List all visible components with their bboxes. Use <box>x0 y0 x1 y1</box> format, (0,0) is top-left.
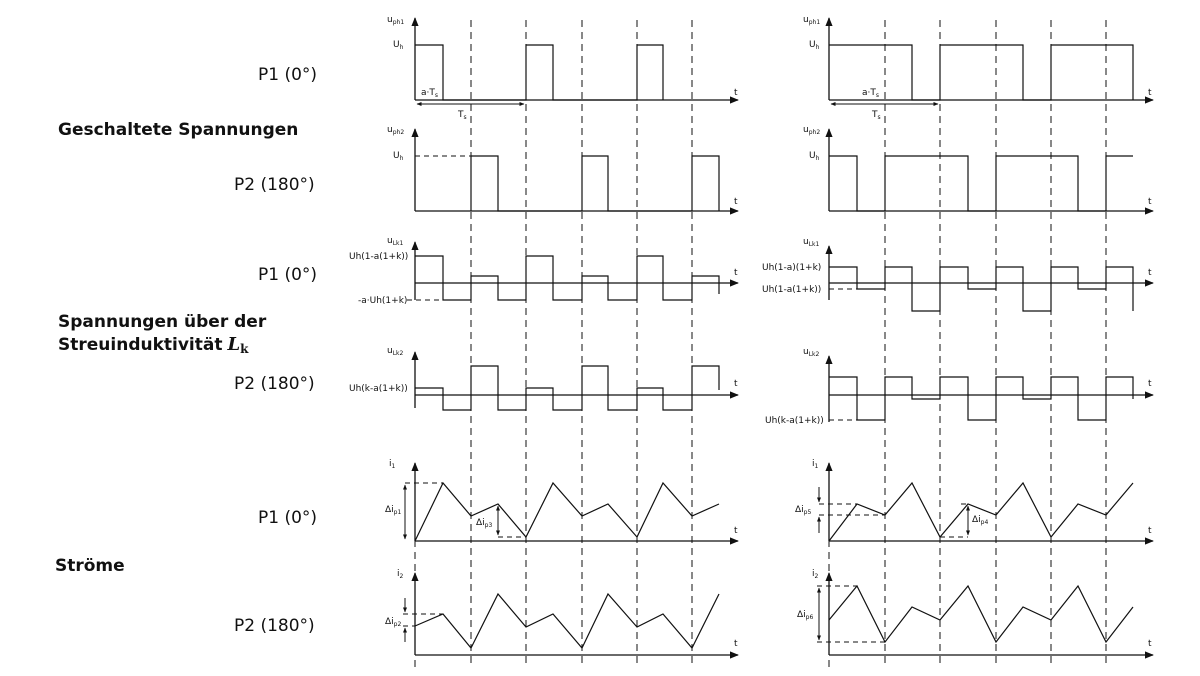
level-label: Uh <box>393 151 404 162</box>
level-label: Uh <box>809 40 820 51</box>
row-label-p2-leakage: P2 (180°) <box>234 374 315 394</box>
y-axis-label: uLk2 <box>803 347 820 358</box>
waveform-ulk2 <box>415 365 720 411</box>
y-axis-label: uph2 <box>387 125 404 136</box>
waveform-ulk1 <box>829 266 1134 312</box>
ripple-label-p2: Δip2 <box>385 617 401 628</box>
duty-label: a·Ts <box>421 88 438 99</box>
level-high-label: Uh(1-a(1+k)) <box>349 252 408 262</box>
chart-right-ulk2: uLk2 Uh(k-a(1+k)) t <box>765 347 1154 426</box>
period-guide-lines <box>828 20 1107 668</box>
waveform-ulk2 <box>829 376 1134 421</box>
period-label: Ts <box>871 110 881 121</box>
ripple-label-p3: Δip3 <box>476 518 492 529</box>
y-axis-label: i2 <box>397 569 404 580</box>
chart-left-uph1: uph1 Uh t a·Ts Ts <box>387 15 739 121</box>
right-panel: uph1 Uh t a·Ts Ts uph2 Uh t uLk1 Uh(1-a)… <box>762 15 1154 668</box>
period-label: Ts <box>457 110 467 121</box>
level-label: Uh(k-a(1+k)) <box>765 416 824 426</box>
y-axis-label: uph2 <box>803 125 820 136</box>
chart-left-ulk2: uLk2 Uh(k-a(1+k)) t <box>349 346 739 411</box>
chart-left-ulk1: uLk1 Uh(1-a(1+k)) -a·Uh(1+k) t <box>349 236 739 306</box>
x-axis-label: t <box>734 88 738 98</box>
waveform-uph1 <box>415 44 664 101</box>
leakage-inductance-symbol: L <box>226 334 240 355</box>
y-axis-label: i1 <box>812 459 819 470</box>
group-label-leakage-line1: Spannungen über der <box>58 312 267 332</box>
level-label: Uh <box>809 151 820 162</box>
chart-left-i2: i2 Δip2 t <box>385 569 739 659</box>
period-guide-lines <box>414 20 693 668</box>
ripple-label-p5: Δip5 <box>795 505 811 516</box>
chart-right-i1: i1 Δip5 Δip4 t <box>795 459 1154 545</box>
ripple-label-p6: Δip6 <box>797 610 813 621</box>
x-axis-label: t <box>734 639 738 649</box>
row-label-p2-current: P2 (180°) <box>234 616 315 636</box>
level-label: Uh(k-a(1+k)) <box>349 384 408 394</box>
y-axis-label: uLk1 <box>387 236 404 247</box>
level-label: Uh <box>393 40 404 51</box>
y-axis-label: i1 <box>389 459 396 470</box>
chart-right-ulk1: uLk1 Uh(1-a)(1+k) Uh(1-a(1+k)) t <box>762 237 1154 312</box>
x-axis-label: t <box>734 379 738 389</box>
row-label-p2-switched: P2 (180°) <box>234 175 315 195</box>
x-axis-label: t <box>1148 526 1152 536</box>
waveform-i2 <box>828 584 1134 644</box>
x-axis-label: t <box>1148 197 1152 207</box>
x-axis-label: t <box>734 526 738 536</box>
waveform-uph2 <box>470 155 720 212</box>
waveform-i1 <box>828 481 1134 542</box>
chart-left-i1: i1 Δip1 Δip3 t <box>385 459 739 545</box>
group-label-switched-voltages: Geschaltete Spannungen <box>58 120 298 140</box>
chart-right-uph1: uph1 Uh t a·Ts Ts <box>803 15 1154 121</box>
level-high-label: Uh(1-a)(1+k) <box>762 263 821 273</box>
y-axis-label: uLk1 <box>803 237 820 248</box>
duty-label: a·Ts <box>862 88 879 99</box>
row-label-p1-switched: P1 (0°) <box>258 65 317 85</box>
y-axis-label: uph1 <box>803 15 820 26</box>
x-axis-label: t <box>1148 379 1152 389</box>
chart-right-i2: i2 Δip6 t <box>797 569 1154 659</box>
level-low-label: Uh(1-a(1+k)) <box>762 285 821 295</box>
level-low-label: -a·Uh(1+k) <box>358 296 407 306</box>
row-label-p1-current: P1 (0°) <box>258 508 317 528</box>
group-label-currents: Ströme <box>55 556 125 576</box>
y-axis-label: i2 <box>812 569 819 580</box>
row-label-p1-leakage: P1 (0°) <box>258 265 317 285</box>
x-axis-label: t <box>734 268 738 278</box>
x-axis-label: t <box>734 197 738 207</box>
ripple-label-p4: Δip4 <box>972 515 988 526</box>
waveform-uph1 <box>829 44 1134 101</box>
x-axis-label: t <box>1148 268 1152 278</box>
waveform-i2 <box>414 592 720 650</box>
chart-right-uph2: uph2 Uh t <box>803 125 1154 215</box>
waveform-i1 <box>414 481 720 542</box>
waveform-uph2 <box>829 155 1133 212</box>
x-axis-label: t <box>1148 88 1152 98</box>
y-axis-label: uLk2 <box>387 346 404 357</box>
left-panel: uph1 Uh t a·Ts Ts uph2 Uh t uLk1 Uh(1-a(… <box>349 15 739 668</box>
waveform-ulk1 <box>415 255 720 301</box>
x-axis-label: t <box>1148 639 1152 649</box>
y-axis-label: uph1 <box>387 15 404 26</box>
ripple-label-p1: Δip1 <box>385 505 401 516</box>
chart-left-uph2: uph2 Uh t <box>387 125 739 215</box>
